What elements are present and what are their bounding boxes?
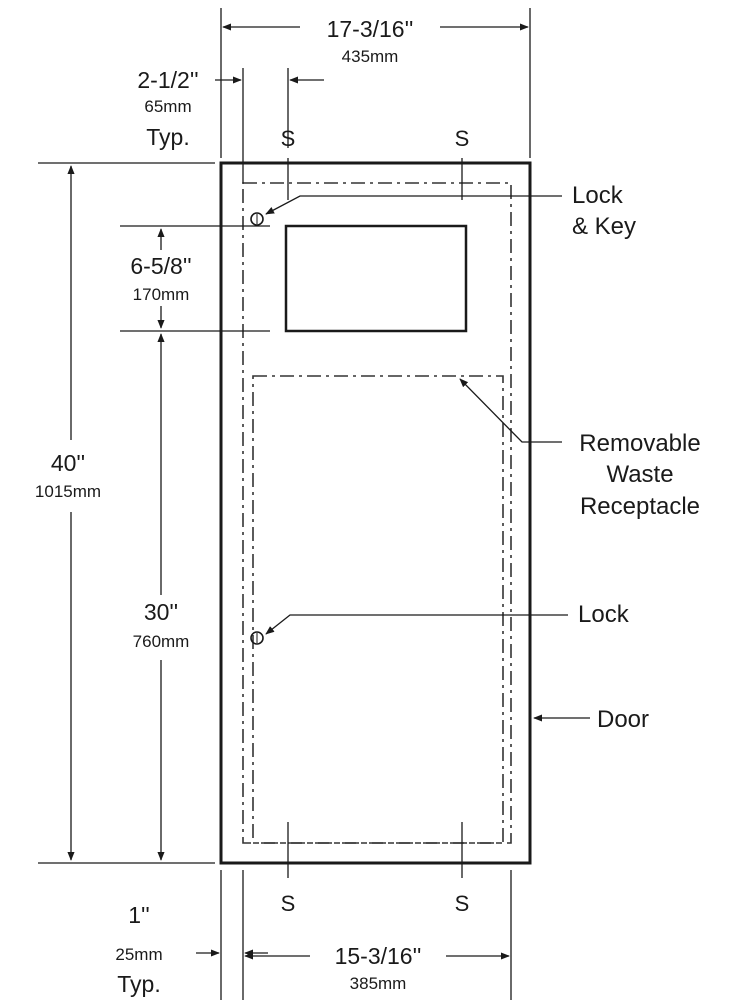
receptacle-label-line3: Receptacle <box>580 493 700 520</box>
screw-label-top-right: S <box>455 126 470 151</box>
receptacle-leader <box>459 378 562 443</box>
lock-key-leader <box>265 195 562 215</box>
bottom-inset-imperial: 1'' <box>128 902 150 928</box>
lock-key-label-line2: & Key <box>572 213 636 240</box>
dispenser-window <box>284 224 468 333</box>
waste-receptacle-outline <box>252 375 504 844</box>
bottom-width-metric: 385mm <box>350 974 407 993</box>
screw-label-bottom-left: S <box>281 891 296 916</box>
door-label: Door <box>597 706 649 733</box>
top-inset-note: Typ. <box>146 124 189 150</box>
lock-leader <box>265 614 568 635</box>
lock-label: Lock <box>578 601 630 628</box>
top-inset-metric: 65mm <box>144 97 191 116</box>
overall-height-metric: 1015mm <box>35 482 101 501</box>
door-outline <box>219 161 532 865</box>
screw-label-bottom-right: S <box>455 891 470 916</box>
bottom-inset-note: Typ. <box>117 971 160 997</box>
lock-key-label-line1: Lock <box>572 182 624 209</box>
lower-height-metric: 760mm <box>133 632 190 651</box>
bottom-inset-metric: 25mm <box>115 945 162 964</box>
top-width-imperial: 17-3/16'' <box>327 16 414 42</box>
receptacle-label-line1: Removable <box>579 430 700 457</box>
screw-label-top-left: S <box>281 126 296 151</box>
window-height-imperial: 6-5/8'' <box>130 253 191 279</box>
top-width-metric: 435mm <box>342 47 399 66</box>
wall-opening-outline <box>242 182 512 844</box>
lower-height-imperial: 30'' <box>144 599 178 625</box>
lock-key-circle <box>250 212 264 226</box>
receptacle-label-line2: Waste <box>606 461 673 488</box>
top-inset-imperial: 2-1/2'' <box>137 67 198 93</box>
bottom-width-imperial: 15-3/16'' <box>335 943 422 969</box>
overall-height-imperial: 40'' <box>51 450 85 476</box>
window-height-metric: 170mm <box>133 285 190 304</box>
lock-circle <box>250 631 264 645</box>
